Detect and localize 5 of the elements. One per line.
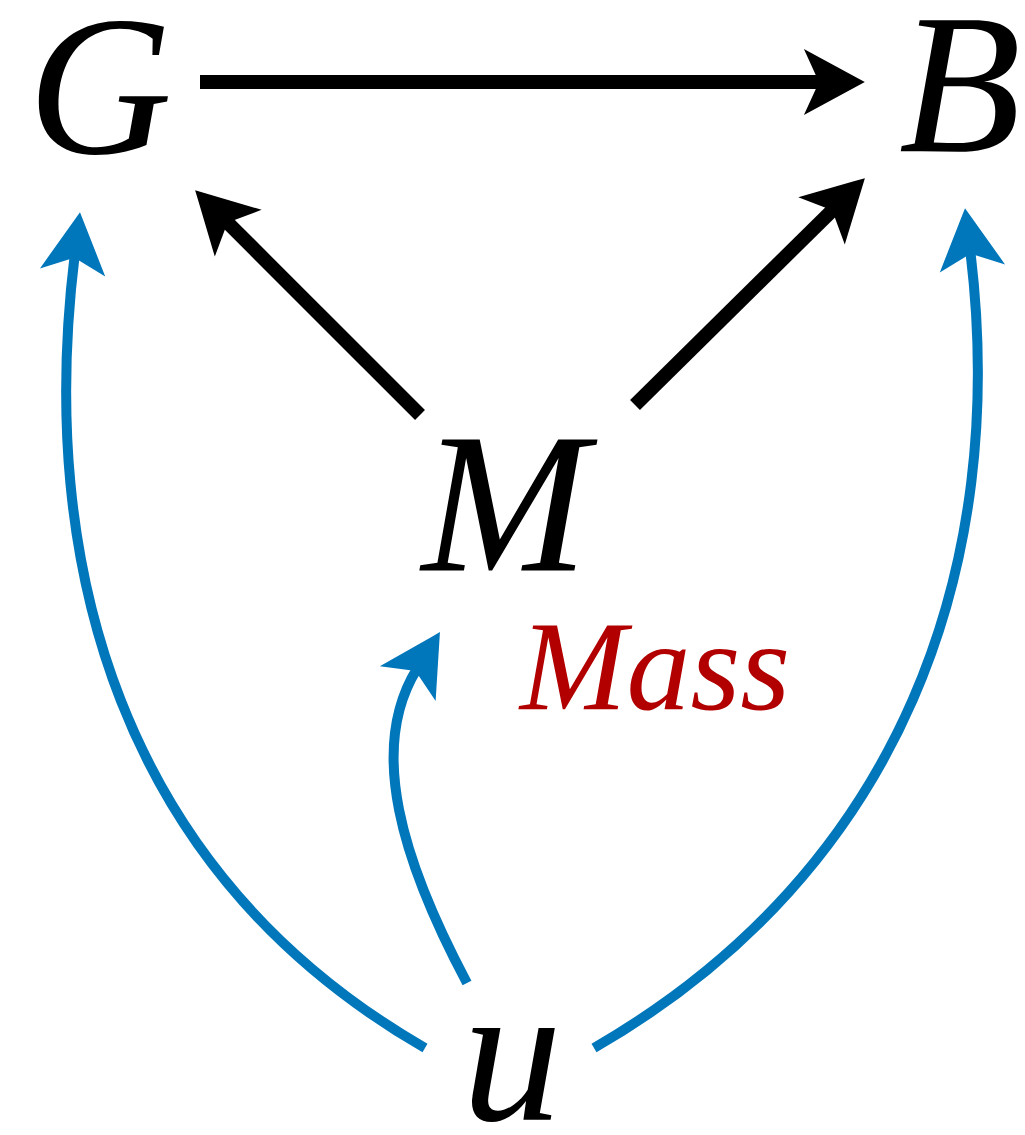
variable-letter: u xyxy=(472,1027,555,1123)
variable-letter: M xyxy=(419,439,598,571)
variable-letter: G xyxy=(38,20,168,156)
variable-letter: B xyxy=(900,20,1017,152)
edge-label: Mass xyxy=(518,625,787,711)
